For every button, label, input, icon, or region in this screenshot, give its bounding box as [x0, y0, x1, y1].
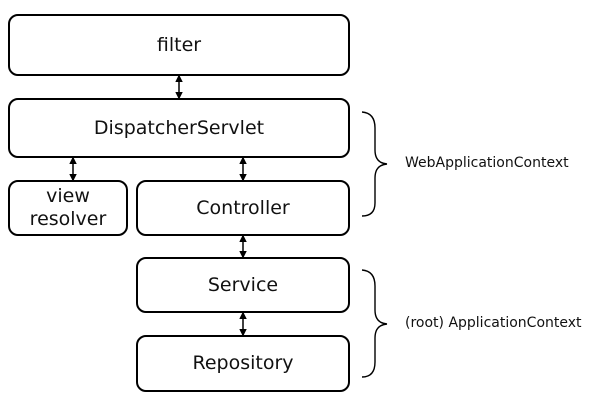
controller-box: Controller	[136, 180, 350, 236]
view-resolver-box: view resolver	[8, 180, 128, 236]
brace-root-context	[361, 269, 388, 378]
controller-label: Controller	[196, 196, 290, 219]
service-box: Service	[136, 257, 350, 313]
dispatcher-servlet-box: DispatcherServlet	[8, 98, 350, 158]
filter-box: filter	[8, 14, 350, 76]
filter-label: filter	[156, 33, 202, 56]
brace-web-context	[361, 111, 388, 217]
repository-label: Repository	[192, 352, 294, 374]
dispatcher-servlet-label: DispatcherServlet	[93, 116, 265, 139]
view-resolver-label-line2: resolver	[29, 208, 107, 230]
view-resolver-label-line1: view	[46, 185, 90, 207]
service-label: Service	[207, 273, 279, 296]
root-application-context-label: (root) ApplicationContext	[405, 315, 582, 331]
web-application-context-label: WebApplicationContext	[405, 155, 569, 171]
repository-box: Repository	[136, 335, 350, 392]
